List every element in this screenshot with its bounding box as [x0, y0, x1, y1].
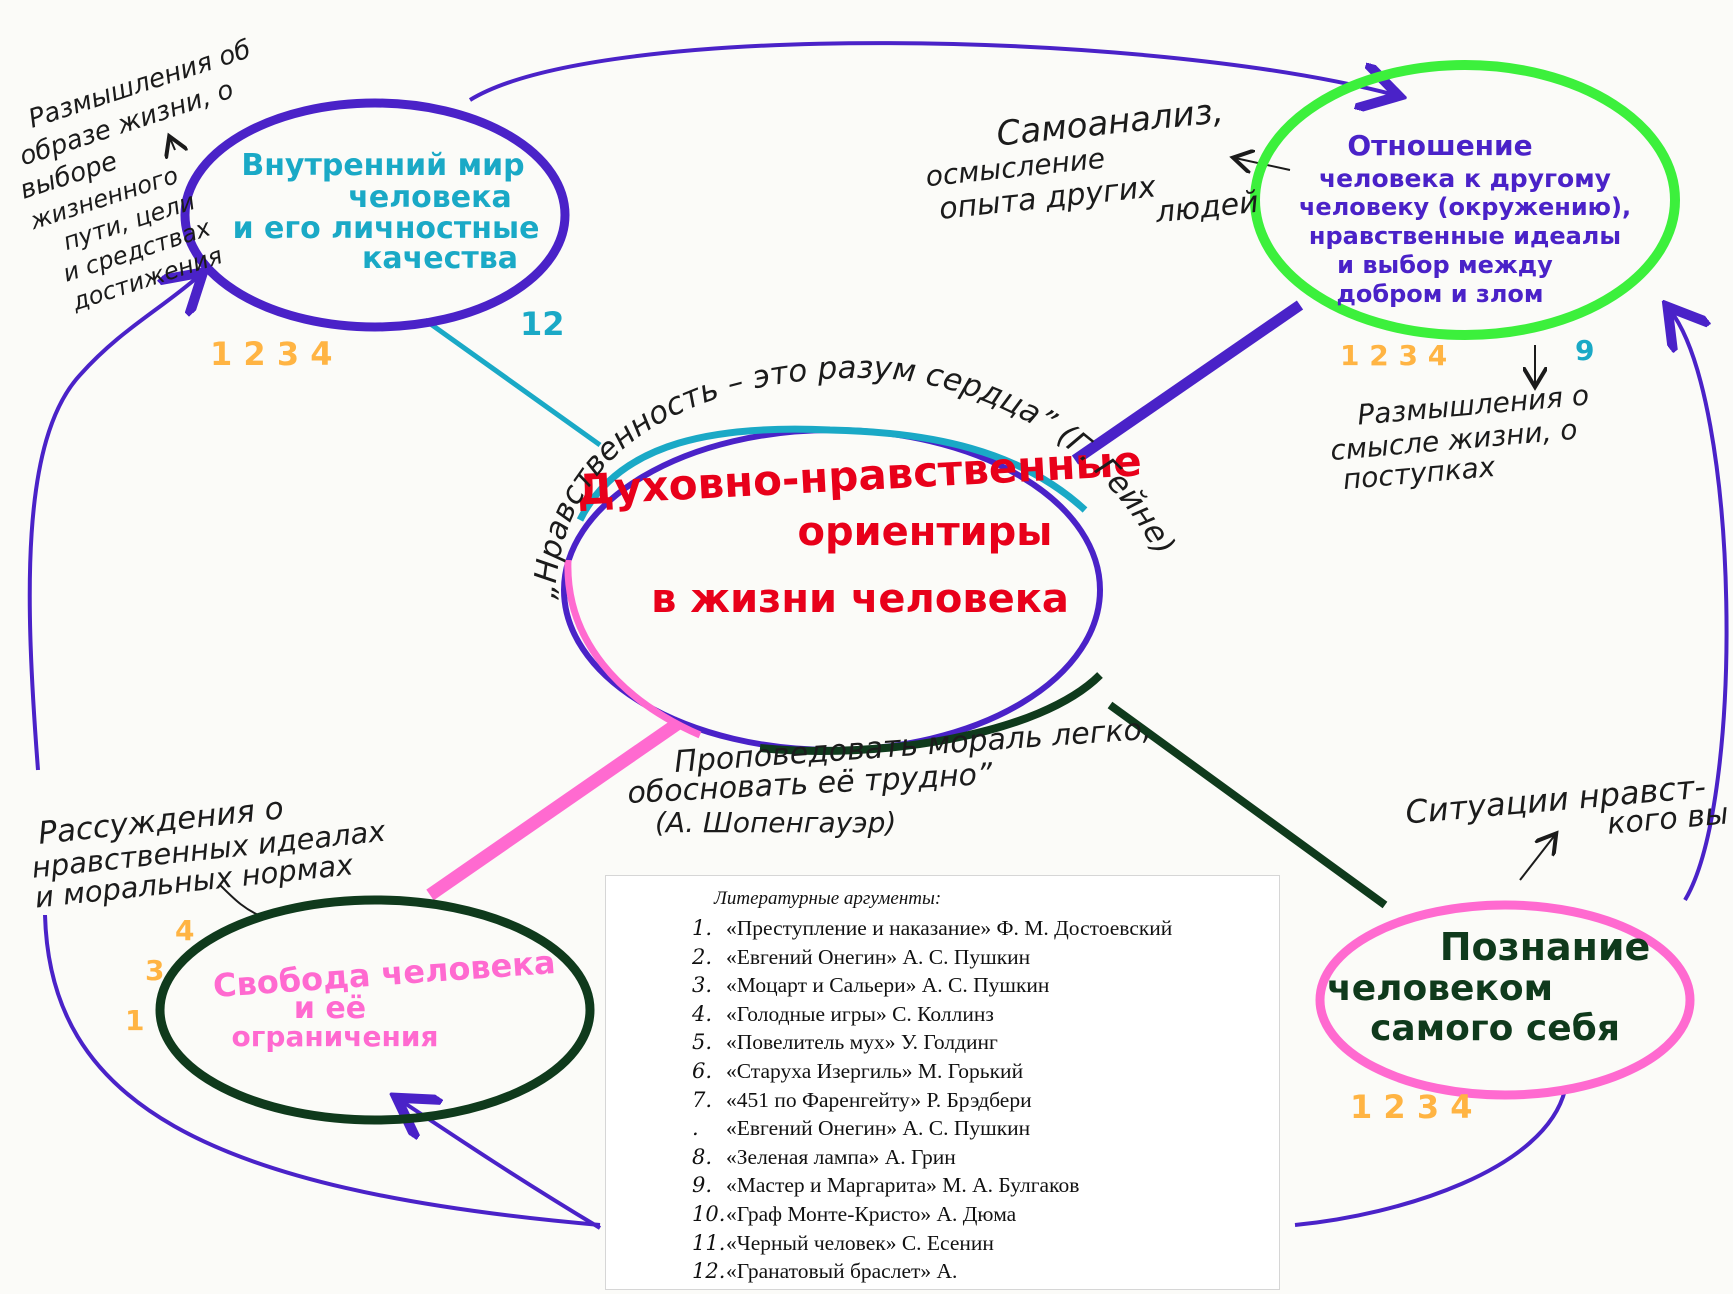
literature-item-number: 10. [692, 1201, 726, 1226]
freedom-line3: ограничения [232, 1020, 439, 1053]
literature-item-title: «Старуха Изергиль» М. Горький [726, 1058, 1024, 1083]
literature-item-title: «Евгений Онегин» А. С. Пушкин [726, 1116, 1031, 1141]
literature-item-number: 4. [692, 1001, 713, 1026]
literature-item-number: 5. [692, 1030, 713, 1055]
self-line3: самого себя [1370, 1008, 1620, 1049]
inner-world-extra-number: 12 [520, 305, 565, 343]
relation-line6: добром и злом [1336, 280, 1543, 308]
freedom-line2: и её [294, 991, 366, 1026]
freedom-number-4: 4 [175, 914, 194, 947]
arrow-left-bottom-to-freedom [43, 914, 601, 1227]
freedom-number-3: 3 [145, 954, 164, 987]
literature-item-number: 9. [692, 1173, 713, 1198]
self-line1: Познание [1440, 925, 1651, 969]
literature-item-title: «Граф Монте-Кристо» А. Дюма [726, 1201, 1017, 1226]
literature-item-number: 7. [692, 1087, 713, 1112]
relation-line4: нравственные идеалы [1309, 222, 1621, 250]
literature-item-number: 6. [692, 1058, 713, 1083]
node-self-knowledge: Познание человеком самого себя 1 2 3 4 [1315, 900, 1695, 1126]
literature-title: Литературные аргументы: [714, 888, 942, 909]
literature-item-title: «Преступление и наказание» Ф. М. Достоев… [726, 916, 1173, 940]
self-numbers: 1 2 3 4 [1350, 1088, 1472, 1126]
inner-world-line3: и его личностные [233, 211, 540, 246]
literature-item-title: «Мастер и Маргарита» М. А. Булгаков [726, 1173, 1080, 1198]
arrow-self-to-relation [1670, 310, 1729, 902]
relation-line1: Отношение [1347, 129, 1532, 162]
literature-item-title: «Голодные игры» С. Коллинз [726, 1001, 994, 1026]
literature-item-number: 8. [692, 1144, 713, 1169]
freedom-number-1: 1 [125, 1004, 144, 1037]
relation-numbers: 1 2 3 4 [1340, 339, 1447, 372]
literature-item-number: 3. [692, 973, 713, 998]
literature-item: 4. «Голодные игры» С. Коллинз [606, 1000, 1279, 1029]
literature-item: 10.«Граф Монте-Кристо» А. Дюма [606, 1200, 1279, 1229]
relation-line5: и выбор между [1337, 251, 1553, 279]
connector-center-freedom [426, 716, 684, 901]
arrow-self-note-up [1519, 835, 1555, 881]
connector-center-relation [1071, 300, 1304, 465]
literature-item-title: «Гранатовый браслет» А. [726, 1259, 958, 1284]
literature-item-title: «451 по Фаренгейту» Р. Брэдбери [726, 1087, 1032, 1112]
literature-list: 1. «Преступление и наказание» Ф. М. Досто… [606, 914, 1279, 1286]
literature-item: 8. «Зеленая лампа» А. Грин [606, 1143, 1279, 1172]
center-title-line3: в жизни человека [651, 576, 1069, 622]
literature-item: 7. «451 по Фаренгейту» Р. Брэдбери [606, 1086, 1279, 1115]
inner-world-numbers: 1 2 3 4 [210, 335, 332, 373]
literature-item: 2. «Евгений Онегин» А. С. Пушкин [606, 943, 1279, 972]
literature-item: . «Евгений Онегин» А. С. Пушкин [606, 1114, 1279, 1143]
node-relation: Отношение человека к другому человеку (о… [1250, 60, 1680, 372]
literature-item-number: 2. [692, 944, 713, 969]
center-node: Духовно-нравственные ориентиры в жизни ч… [561, 425, 1143, 755]
center-title-line2: ориентиры [798, 509, 1053, 555]
arrow-freedom-to-inner [27, 275, 200, 771]
schopenhauer-line3: (А. Шопенгауэр) [655, 806, 896, 839]
literature-item: 3. «Моцарт и Сальери» А. С. Пушкин [606, 971, 1279, 1000]
relation-line2: человека к другому [1319, 164, 1611, 193]
literature-item-title: «Черный человек» С. Есенин [726, 1230, 994, 1255]
literature-item: 11.«Черный человек» С. Есенин [606, 1229, 1279, 1258]
literature-item-number: 11. [692, 1230, 726, 1255]
literature-item-number: 12. [692, 1259, 726, 1284]
connector-center-self [1107, 701, 1388, 909]
literature-item-title: «Повелитель мух» У. Голдинг [726, 1030, 998, 1055]
arrow-inner-to-relation [468, 41, 1395, 100]
literature-item: 9. «Мастер и Маргарита» М. А. Булгаков [606, 1171, 1279, 1200]
relation-line3: человеку (окружению), [1299, 193, 1631, 221]
node-inner-world: Внутренний мир человека и его личностные… [180, 98, 570, 373]
literature-item-number: 1. [692, 916, 713, 940]
arrow-self-to-card [1294, 1089, 1567, 1227]
literature-item: 12.«Гранатовый браслет» А. [606, 1257, 1279, 1286]
self-line2: человеком [1327, 968, 1553, 1009]
literature-item: 1. «Преступление и наказание» Ф. М. Досто… [606, 914, 1279, 943]
literature-item-title: «Зеленая лампа» А. Грин [726, 1144, 956, 1169]
connector-center-inner-world [423, 317, 602, 448]
literature-item-title: «Евгений Онегин» А. С. Пушкин [726, 944, 1031, 969]
literature-item-title: «Моцарт и Сальери» А. С. Пушкин [726, 973, 1050, 998]
literature-item-number: . [692, 1116, 699, 1141]
literature-item: 5. «Повелитель мух» У. Голдинг [606, 1028, 1279, 1057]
literature-card: Литературные аргументы: 1. «Преступление … [605, 875, 1280, 1290]
inner-world-line1: Внутренний мир [241, 148, 524, 183]
relation-extra-number: 9 [1575, 334, 1594, 367]
arrow-inner-note-up [170, 138, 175, 150]
literature-item: 6. «Старуха Изергиль» М. Горький [606, 1057, 1279, 1086]
inner-world-line4: качества [362, 241, 518, 276]
inner-world-line2: человека [348, 180, 511, 215]
